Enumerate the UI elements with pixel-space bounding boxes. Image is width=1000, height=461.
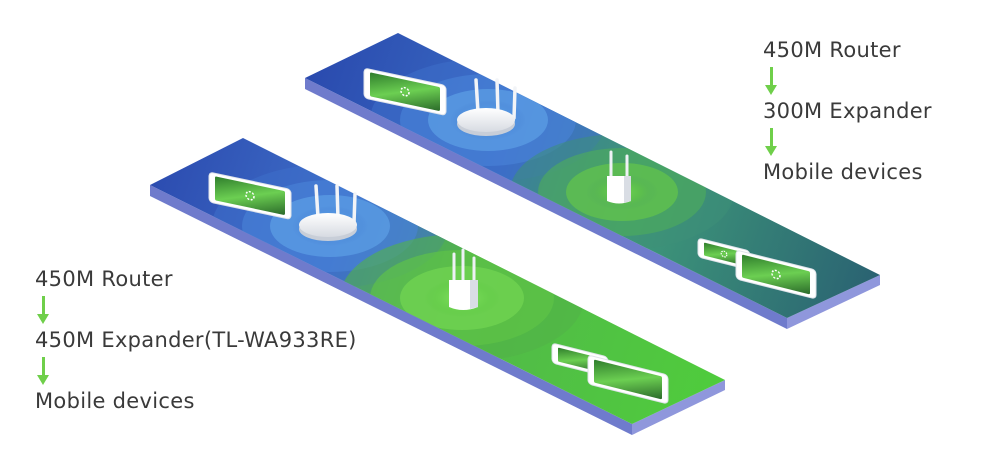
router-icon xyxy=(299,184,357,241)
flow-step-devices: Mobile devices xyxy=(763,160,923,184)
range-extender-icon xyxy=(449,248,478,310)
bottom-panel-edge-right xyxy=(632,380,725,435)
flow-step-devices: Mobile devices xyxy=(35,389,195,413)
down-arrow-icon xyxy=(36,292,52,328)
bottom-scenario-flow: 450M Router 450M Expander(TL-WA933RE) Mo… xyxy=(35,267,357,414)
down-arrow-icon xyxy=(764,63,780,99)
tablet-icon xyxy=(363,68,447,116)
flow-step-expander: 450M Expander(TL-WA933RE) xyxy=(35,328,357,352)
flow-step-router: 450M Router xyxy=(763,38,901,62)
flow-step-expander: 300M Expander xyxy=(763,99,932,123)
bottom-panel-edge xyxy=(150,185,632,435)
tablet-icon xyxy=(735,250,817,299)
top-panel-edge-right xyxy=(787,275,880,329)
tablet-icon xyxy=(208,172,292,220)
tablet-icon xyxy=(587,355,669,404)
router-icon xyxy=(457,78,517,136)
down-arrow-icon xyxy=(764,124,780,160)
top-scenario-panel xyxy=(305,33,880,329)
range-extender-icon xyxy=(607,150,631,204)
flow-step-router: 450M Router xyxy=(35,267,173,291)
top-scenario-flow: 450M Router 300M Expander Mobile devices xyxy=(763,38,932,185)
down-arrow-icon xyxy=(36,353,52,389)
top-panel-edge xyxy=(305,78,787,329)
